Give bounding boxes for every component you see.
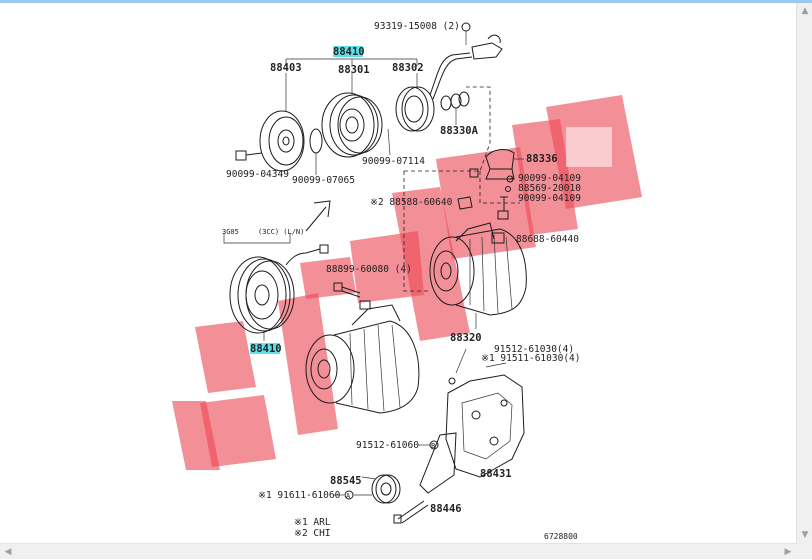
marker-circle-b	[429, 440, 439, 450]
label-bolt-a[interactable]: 91512-61030(4)	[494, 344, 574, 355]
compressor-part-right	[429, 222, 527, 329]
horizontal-scrollbar[interactable]: ◀ ▶	[0, 543, 796, 559]
label-snap-ring-1[interactable]: 90099-07114	[362, 156, 425, 167]
vertical-scrollbar[interactable]: ▲ ▼	[796, 3, 812, 543]
marker-a-label: A	[346, 492, 351, 500]
watermark-shape-7	[392, 187, 470, 341]
left-bracket	[223, 233, 291, 244]
label-cap-note[interactable]: ※2 88588-60640	[370, 197, 453, 208]
label-clutch-assy-2[interactable]: 88410	[250, 343, 282, 355]
label-bolt-c[interactable]: 91512-61060	[356, 440, 419, 451]
stud-part	[333, 282, 361, 298]
watermark-logo	[172, 95, 642, 470]
clutch-part-left	[229, 244, 329, 341]
scroll-up-icon[interactable]: ▲	[801, 6, 809, 16]
assembly-arrow	[305, 200, 331, 232]
cap-part	[457, 196, 473, 210]
scroll-left-icon[interactable]: ◀	[4, 547, 12, 557]
label-clutch-assy[interactable]: 88410	[333, 46, 365, 58]
scroll-down-icon[interactable]: ▼	[801, 530, 809, 540]
pulley-part	[321, 73, 383, 158]
clutch-bracket	[285, 58, 418, 66]
label-bolt-d[interactable]: ※1 91611-61060	[258, 490, 341, 501]
idler-part	[361, 474, 401, 504]
highlight-clutch-assy	[333, 46, 363, 57]
bolt-leader-4	[455, 348, 467, 374]
hub-part	[259, 73, 305, 172]
label-pulley[interactable]: 88301	[338, 64, 370, 76]
bolt-part-bottom	[393, 500, 429, 524]
connector-part	[461, 22, 503, 60]
parts-diagram: 93319-15008 (2) 88410 88403 88301 88302 …	[172, 21, 642, 541]
scrollbar-corner	[796, 543, 812, 559]
label-clutch-header-right: (3CC) (L/N)	[258, 228, 304, 236]
marker-circle-a	[344, 490, 354, 500]
label-bolt-e[interactable]: 88446	[430, 503, 462, 515]
watermark-shape-2	[195, 321, 256, 393]
bracket-part	[419, 362, 525, 494]
label-bolt-top[interactable]: 93319-15008 (2)	[374, 21, 460, 32]
scroll-right-icon[interactable]: ▶	[784, 547, 792, 557]
watermark-shape-3	[200, 395, 276, 467]
watermark-shape-4	[278, 293, 338, 435]
screw-parts	[497, 175, 515, 220]
label-screw-1[interactable]: 90099-04109	[518, 173, 581, 184]
label-compressor[interactable]: 88320	[450, 332, 482, 344]
label-snap-ring-2[interactable]: 90099-07065	[292, 175, 355, 186]
label-bolt-b[interactable]: ※1 91511-61030(4)	[481, 353, 580, 364]
snap-ring-leader	[387, 128, 391, 156]
label-clutch-header-left: 3G05	[222, 228, 239, 236]
label-bolt-hub[interactable]: 90099-04349	[226, 169, 289, 180]
label-code: 6728800	[544, 532, 578, 541]
stator-part	[395, 52, 473, 132]
snap-ring-part	[309, 128, 323, 175]
marker-b-label: B	[431, 442, 435, 450]
label-ring-small[interactable]: 88688-60440	[516, 234, 579, 245]
label-note-2: ※2 CHI	[294, 528, 331, 539]
label-note-1: ※1 ARL	[294, 517, 331, 528]
label-stator[interactable]: 88302	[392, 62, 424, 74]
compressor-part-center	[305, 300, 420, 414]
shim-part	[440, 91, 470, 125]
watermark-cutout	[566, 127, 612, 167]
valve-part	[469, 149, 524, 180]
label-screw-2[interactable]: 90099-04109	[518, 193, 581, 204]
dashed-outline-2	[479, 171, 520, 204]
hub-bolt-part	[235, 150, 263, 161]
window-top-bar	[0, 0, 812, 3]
label-stud[interactable]: 88899-60080 (4)	[326, 264, 412, 275]
label-oring[interactable]: 88569-20010	[518, 183, 581, 194]
label-hub[interactable]: 88403	[270, 62, 302, 74]
highlight-clutch-assy-2	[250, 343, 280, 354]
dashed-outline	[403, 86, 491, 292]
label-valve[interactable]: 88336	[526, 153, 558, 165]
label-idler[interactable]: 88545	[330, 475, 362, 487]
label-bracket[interactable]: 88431	[480, 468, 512, 480]
label-shim[interactable]: 88330A	[440, 125, 479, 137]
